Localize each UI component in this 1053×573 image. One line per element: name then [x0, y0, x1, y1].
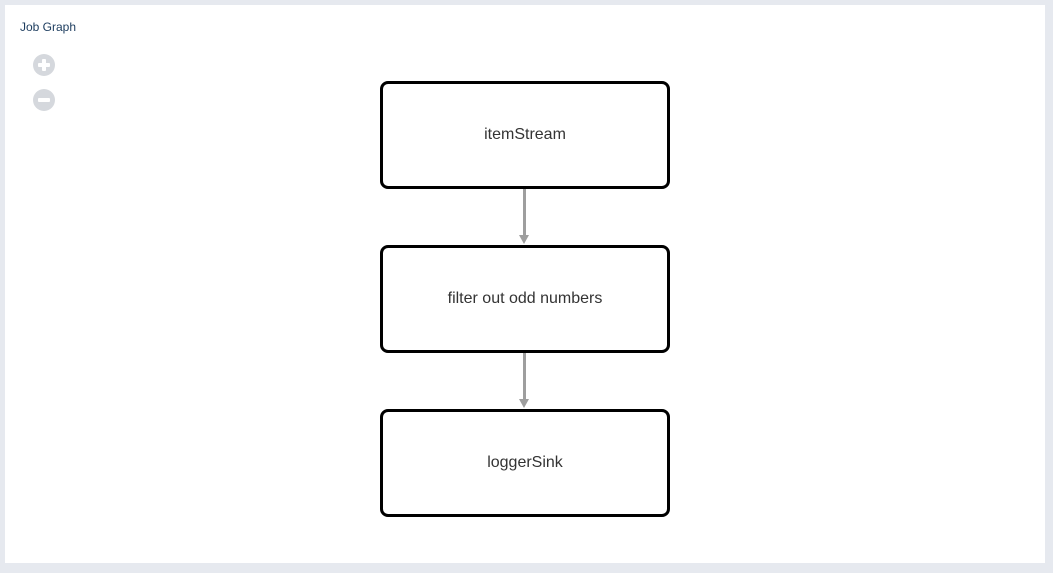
job-graph-panel: Job Graph itemStream filter out odd numb…: [5, 5, 1045, 563]
zoom-in-button[interactable]: [33, 54, 55, 76]
arrowhead-icon: [519, 235, 529, 244]
arrowhead-icon: [519, 399, 529, 408]
zoom-out-button[interactable]: [33, 89, 55, 111]
node-label: loggerSink: [487, 454, 563, 471]
graph-edge: [523, 189, 526, 236]
node-label: itemStream: [484, 126, 566, 143]
graph-node-loggersink[interactable]: loggerSink: [380, 409, 670, 517]
graph-edge: [523, 353, 526, 400]
node-label: filter out odd numbers: [447, 290, 603, 307]
graph-node-filter[interactable]: filter out odd numbers: [380, 245, 670, 353]
page-title: Job Graph: [20, 20, 77, 34]
graph-node-itemstream[interactable]: itemStream: [380, 81, 670, 189]
